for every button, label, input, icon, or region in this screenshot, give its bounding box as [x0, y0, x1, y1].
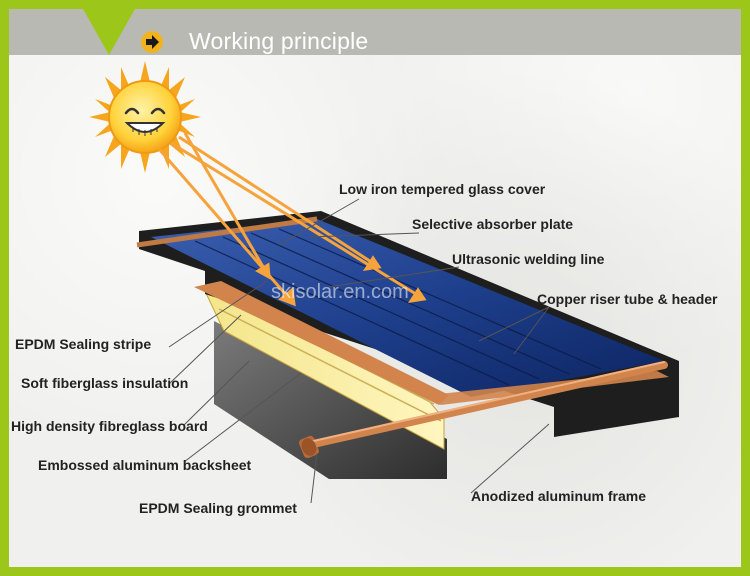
diagram-canvas: Working principle [9, 9, 741, 567]
collector-illustration [89, 61, 679, 504]
label-sealing-grommet: EPDM Sealing grommet [139, 500, 297, 516]
arrow-right-icon [141, 31, 163, 53]
label-welding-line: Ultrasonic welding line [452, 251, 605, 267]
smiling-sun-icon [89, 61, 201, 173]
label-absorber-plate: Selective absorber plate [412, 216, 574, 232]
watermark: skisolar.en.com [271, 281, 409, 303]
backsheet-layer [214, 321, 447, 479]
glass-absorber-layer [151, 219, 664, 397]
leader-lines [168, 198, 550, 504]
label-soft-insulation: Soft fiberglass insulation [21, 375, 189, 391]
sun-rays [157, 132, 427, 307]
label-backsheet: Embossed aluminum backsheet [38, 457, 252, 473]
label-frame: Anodized aluminum frame [471, 488, 647, 504]
header-notch [83, 9, 135, 55]
label-glass-cover: Low iron tempered glass cover [339, 181, 546, 197]
label-fibreglass-board: High density fibreglass board [11, 418, 208, 434]
page-title: Working principle [189, 28, 369, 54]
label-riser-tube: Copper riser tube & header [537, 291, 718, 307]
copper-header-pipe [305, 361, 668, 449]
label-sealing-stripe: EPDM Sealing stripe [15, 336, 152, 352]
